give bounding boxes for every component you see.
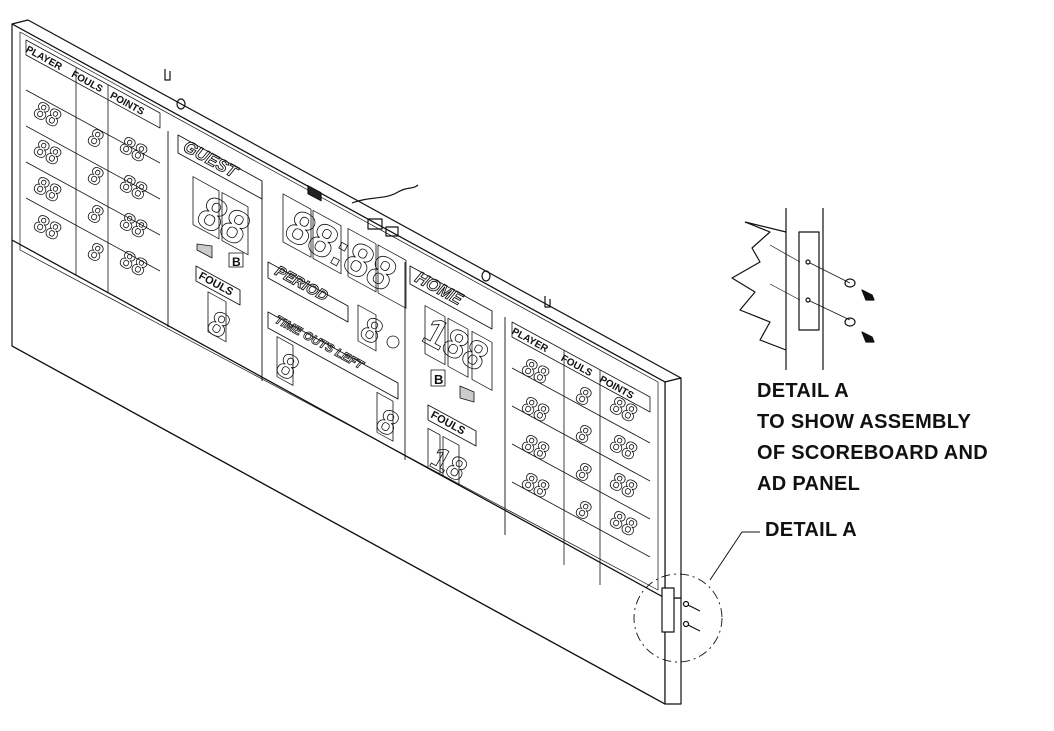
detail-a-title: DETAIL A — [757, 380, 850, 402]
detail-a-enlarged-view — [731, 208, 875, 370]
connector-box — [385, 226, 399, 237]
washer-icon — [844, 278, 856, 288]
detail-a-label: DETAIL A — [765, 519, 858, 541]
mounting-brackets — [164, 69, 551, 308]
guest-bonus: B — [232, 255, 241, 269]
detail-a-circle — [633, 531, 760, 663]
connector-box — [367, 218, 383, 230]
guest-player-table — [25, 39, 161, 292]
possession-indicator — [386, 335, 400, 349]
digit-frames — [192, 176, 493, 486]
eye-bolt-right — [481, 270, 491, 282]
home-bonus: B — [434, 372, 443, 387]
detail-a-line: OF SCOREBOARD AND — [757, 442, 989, 464]
scoreboard-cabinet — [11, 19, 682, 599]
bolt-icon — [861, 331, 875, 343]
detail-a-line: TO SHOW ASSEMBLY — [757, 411, 972, 433]
detail-a-description: DETAIL A TO SHOW ASSEMBLY OF SCOREBOARD … — [757, 376, 1054, 500]
bolt-icon — [861, 289, 875, 301]
eye-bolt-left — [176, 98, 186, 110]
detail-a-line: AD PANEL — [757, 473, 861, 495]
home-player-table — [511, 321, 651, 585]
section-dividers — [167, 131, 506, 535]
power-cord — [307, 184, 419, 237]
washer-icon — [844, 317, 856, 327]
label-plates — [177, 134, 493, 447]
